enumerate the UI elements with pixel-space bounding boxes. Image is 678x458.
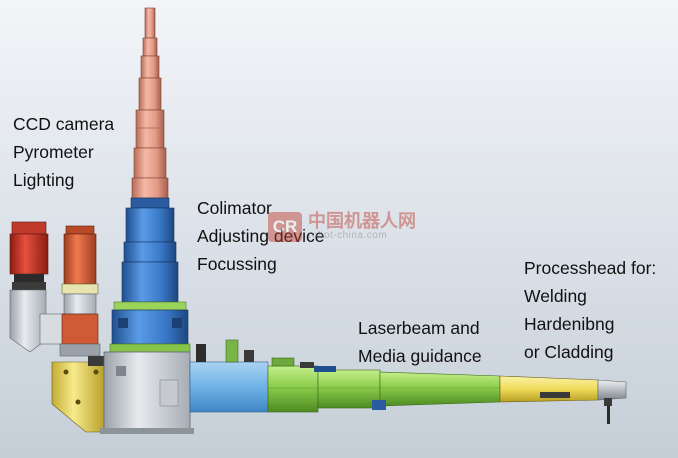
beam-guidance-tube: [267, 357, 501, 413]
watermark-text: 中国机器人网 robot-china.com: [308, 213, 416, 241]
process-head: [499, 375, 599, 403]
label-laserbeam: Laserbeam and: [358, 318, 480, 338]
watermark-url: robot-china.com: [308, 230, 388, 241]
label-cladding: or Cladding: [524, 342, 614, 362]
label-adjusting-device: Adjusting device: [197, 226, 325, 246]
focussing-section: [189, 339, 269, 413]
label-colimator: Colimator: [197, 198, 272, 218]
lighting-mount: [51, 356, 110, 433]
label-media-guidance: Media guidance: [358, 346, 482, 366]
label-processhead: Processhead for:: [524, 258, 657, 278]
watermark-chinese: 中国机器人网: [308, 211, 416, 232]
watermark: CR 中国机器人网 robot-china.com: [268, 212, 416, 242]
camera-assembly: [9, 221, 101, 357]
processhead-labels: Processhead for: Welding Hardenibng or C…: [524, 254, 656, 366]
label-pyrometer: Pyrometer: [13, 142, 94, 162]
label-lighting: Lighting: [13, 170, 75, 190]
collimator-column: [109, 197, 191, 353]
watermark-logo: CR: [268, 212, 302, 242]
label-hardening: Hardenibng: [524, 314, 615, 334]
camera-labels: CCD camera Pyrometer Lighting: [13, 110, 114, 194]
nozzle: [597, 379, 627, 424]
beam-bender-block: [100, 351, 194, 434]
beam-labels: Laserbeam and Media guidance: [358, 314, 482, 370]
label-ccd-camera: CCD camera: [13, 114, 115, 134]
fiber-connector-tube: [131, 7, 169, 199]
optics-labels: Colimator Adjusting device Focussing: [197, 194, 324, 278]
label-welding: Welding: [524, 286, 587, 306]
label-focussing: Focussing: [197, 254, 277, 274]
